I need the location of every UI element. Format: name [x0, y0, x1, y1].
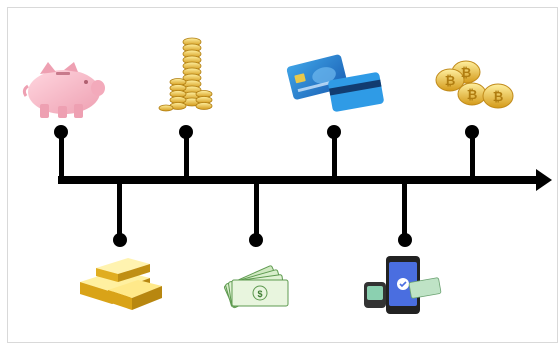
arrow-head: [536, 169, 552, 191]
connector-cards: [327, 125, 341, 180]
svg-text:₿: ₿: [461, 65, 472, 80]
svg-text:₿: ₿: [467, 87, 478, 102]
bitcoin-coins-icon: ₿ ₿ ₿ ₿: [436, 61, 513, 108]
timeline-connectors: [54, 125, 479, 247]
connector-coins: [179, 125, 193, 180]
connector-mobile: [398, 180, 412, 247]
gold-bars-icon: [80, 258, 162, 310]
credit-cards-icon: [286, 54, 384, 112]
svg-text:₿: ₿: [445, 73, 456, 88]
connector-piggy: [54, 125, 68, 180]
timeline-axis: [58, 169, 552, 191]
gold-coin-stacks-icon: [159, 38, 212, 111]
banknotes-icon: $: [224, 265, 288, 308]
mobile-payment-icon: [364, 256, 441, 314]
connector-gold-bars: [113, 180, 127, 247]
svg-text:$: $: [257, 289, 262, 299]
piggy-bank-icon: [24, 62, 105, 118]
svg-text:₿: ₿: [493, 89, 504, 104]
connector-banknotes: [249, 180, 263, 247]
connector-bitcoin: [465, 125, 479, 180]
